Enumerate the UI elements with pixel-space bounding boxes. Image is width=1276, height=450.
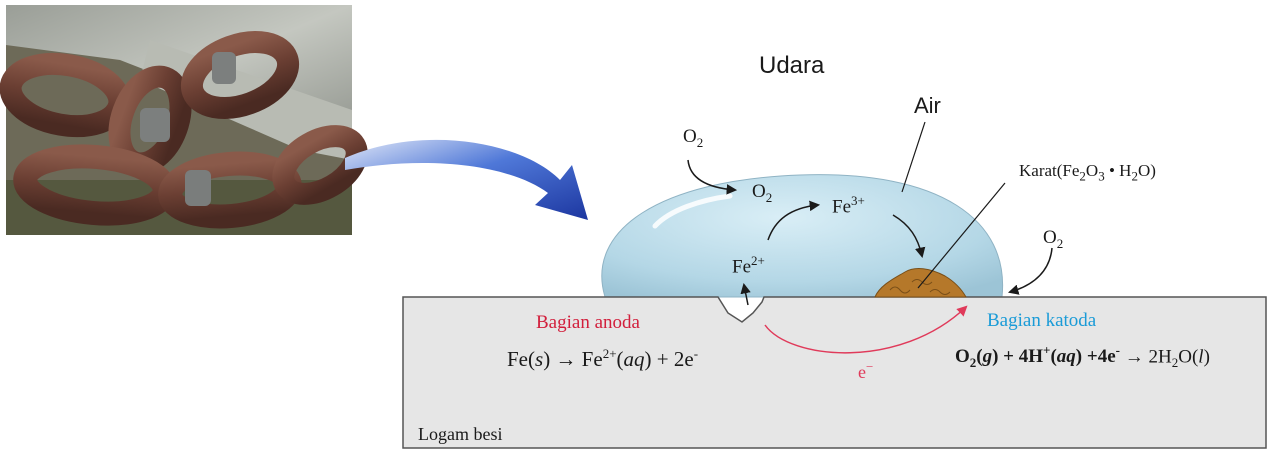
label-air: Air xyxy=(914,93,941,118)
iron-metal-block xyxy=(402,296,1267,449)
label-fe3: Fe3+ xyxy=(832,193,865,218)
arrow-o2-to-cathode xyxy=(1007,247,1053,295)
label-bagian-katoda: Bagian katoda xyxy=(987,310,1097,331)
rusty-chain-photo xyxy=(0,5,368,235)
big-curved-arrow xyxy=(345,139,588,220)
air-pointer-line xyxy=(901,121,926,193)
rust-texture xyxy=(889,279,951,295)
label-o2-right: O2 xyxy=(1043,227,1064,251)
label-fe2: Fe2+ xyxy=(732,253,765,278)
droplet-highlight xyxy=(652,193,733,229)
cathode-equation: O2(g) + 4H+(aq) +4e- → 2H2O(l) xyxy=(955,343,1210,371)
water-droplet xyxy=(601,174,1004,298)
arrow-o2-into-drop xyxy=(687,159,738,195)
label-o2-top: O2 xyxy=(683,126,704,150)
arrow-pit-to-fe2 xyxy=(740,282,751,306)
arrow-fe3-to-rust xyxy=(892,214,926,259)
rust-deposit xyxy=(874,268,967,298)
electron-flow-arrow xyxy=(764,305,968,354)
label-o2-drop: O2 xyxy=(752,181,773,205)
label-karat: Karat(Fe2O3 • H2O) xyxy=(1019,161,1156,184)
anode-equation: Fe(s) → Fe2+(aq) + 2e- xyxy=(507,346,699,371)
label-bagian-anoda: Bagian anoda xyxy=(536,312,640,333)
label-electron: e− xyxy=(858,359,874,382)
karat-pointer-line xyxy=(917,182,1006,289)
arrow-fe2-to-fe3 xyxy=(767,200,821,241)
label-udara: Udara xyxy=(759,52,825,79)
label-logam-besi: Logam besi xyxy=(418,424,503,444)
